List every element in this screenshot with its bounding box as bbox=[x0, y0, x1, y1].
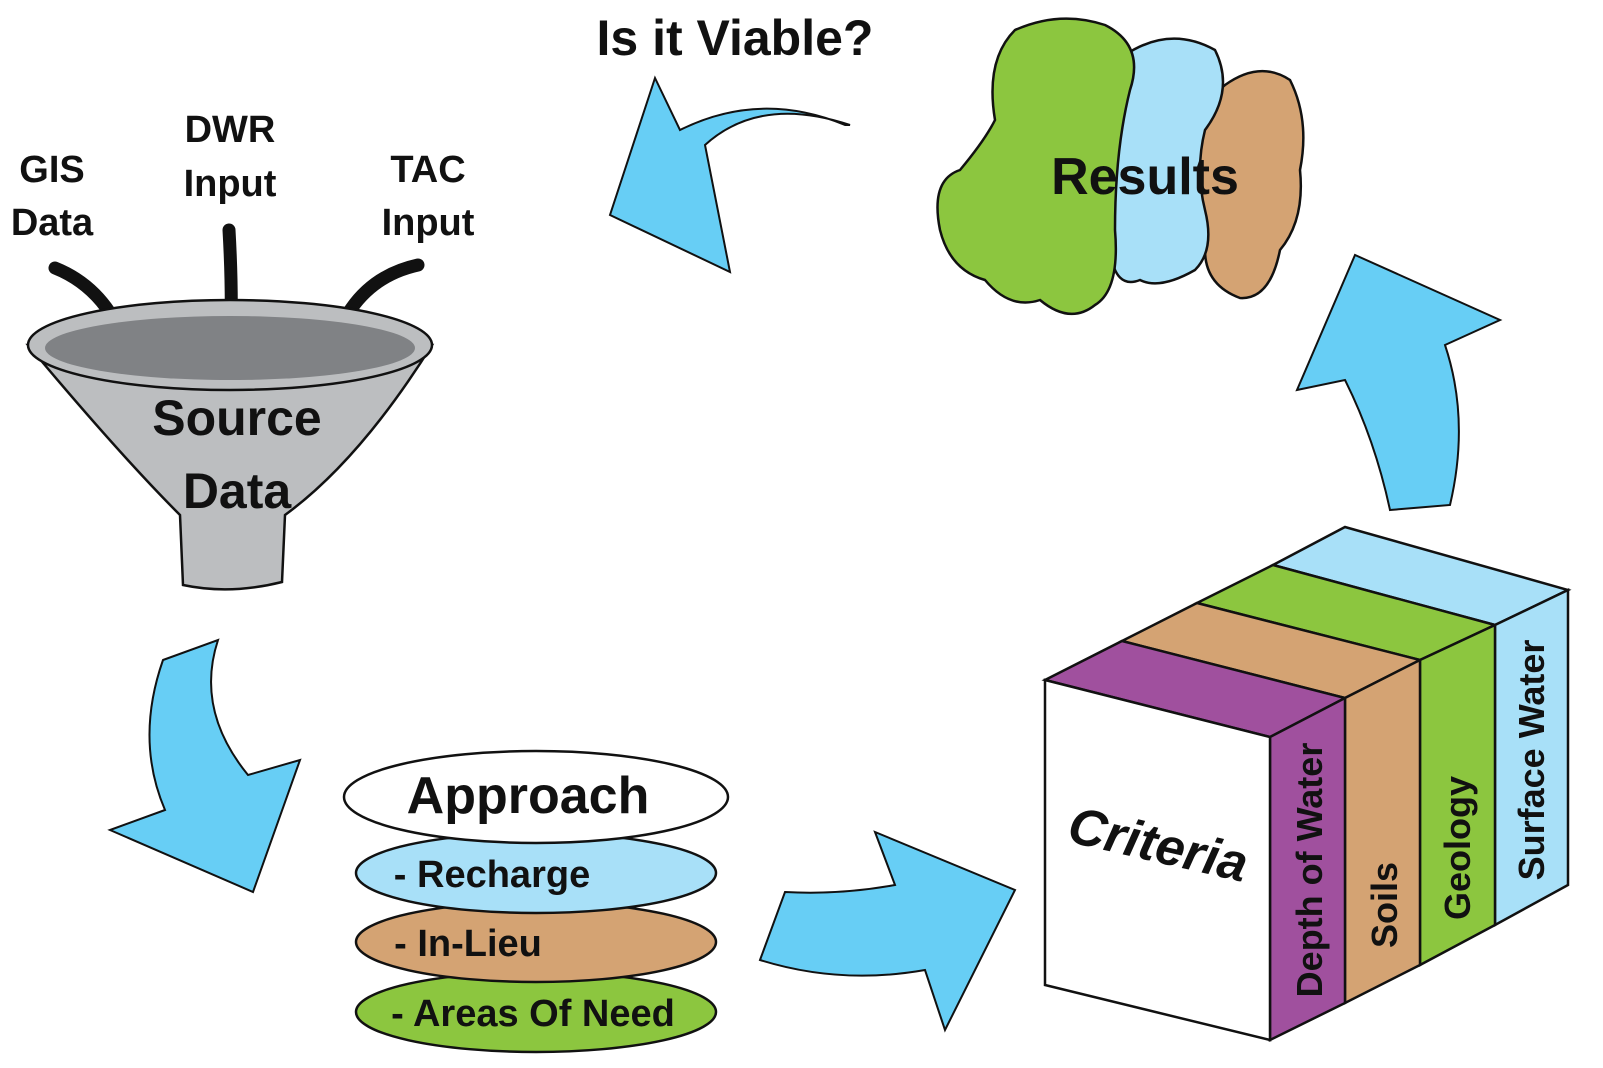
gis-data-label-line-2: Data bbox=[11, 202, 94, 244]
criteria-layer-surface-water: Surface Water bbox=[1511, 640, 1552, 881]
tac-input-label-line-2: Input bbox=[382, 202, 475, 244]
results-map: Results bbox=[936, 17, 1305, 316]
criteria-side-soils bbox=[1343, 657, 1422, 1006]
arrow-source-to-approach bbox=[107, 638, 302, 894]
approach-item-in-lieu: - In-Lieu bbox=[394, 923, 542, 965]
criteria-layer-soils: Soils bbox=[1364, 862, 1405, 948]
tac-input-label-line-1: TAC bbox=[390, 149, 465, 191]
criteria-box: Criteria Depth of Water Soils Geology Su… bbox=[1041, 525, 1572, 1043]
funnel-label-line-2: Data bbox=[183, 463, 293, 519]
funnel-inner bbox=[45, 316, 415, 380]
approach-item-recharge: - Recharge bbox=[394, 854, 590, 896]
funnel: Source Data bbox=[25, 223, 435, 591]
diagram-title: Is it Viable? bbox=[597, 10, 874, 66]
arrow-approach-to-criteria bbox=[758, 830, 1017, 1033]
funnel-label-line-1: Source bbox=[152, 390, 322, 446]
approach-item-areas-of-need: - Areas Of Need bbox=[391, 993, 675, 1035]
arrow-results-to-viable bbox=[608, 75, 851, 274]
results-green-region bbox=[936, 17, 1136, 316]
approach-title: Approach bbox=[407, 767, 650, 825]
gis-data-label-line-1: GIS bbox=[19, 149, 84, 191]
arrow-criteria-to-results bbox=[1295, 253, 1503, 512]
results-label: Results bbox=[1051, 148, 1239, 206]
approach-stack: Approach - Recharge - In-Lieu - Areas Of… bbox=[342, 749, 730, 1054]
criteria-layer-geology: Geology bbox=[1437, 776, 1478, 920]
funnel-body bbox=[25, 343, 435, 591]
criteria-layer-depth-of-water: Depth of Water bbox=[1289, 743, 1330, 998]
dwr-input-label-line-1: DWR bbox=[185, 109, 276, 151]
dwr-input-label-line-2: Input bbox=[184, 163, 277, 205]
approach-title-bg bbox=[342, 749, 730, 845]
criteria-front-face bbox=[1043, 678, 1272, 1042]
